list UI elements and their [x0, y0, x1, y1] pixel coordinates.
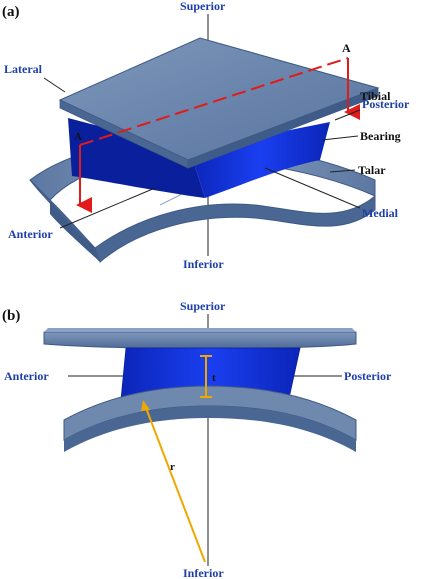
posterior-label-a: Posterior: [362, 97, 410, 111]
anterior-leader: [59, 187, 156, 229]
thickness-dimension: t: [200, 355, 216, 398]
talar-arc-side: [64, 406, 356, 452]
bearing-label: Bearing: [360, 129, 401, 143]
anterior-label-a: Anterior: [8, 227, 53, 241]
inferior-label-b: Inferior: [183, 566, 224, 579]
talar-leader: [329, 169, 356, 173]
posterior-label-b: Posterior: [344, 369, 392, 383]
medial-label: Medial: [362, 206, 399, 220]
section-line-a-a: A A: [74, 41, 360, 213]
tibial-label: Tibial: [360, 89, 391, 103]
superior-label-a: Superior: [180, 0, 226, 13]
inferior-label-a: Inferior: [183, 257, 224, 271]
panel-b-tag: (b): [2, 308, 20, 324]
section-a-left-label: A: [74, 131, 82, 143]
panel-b: (b) t r Superior Inferior Anterio: [2, 299, 392, 579]
talar-label: Talar: [358, 163, 386, 177]
tibial-plate-top-edge: [44, 328, 356, 332]
thickness-label: t: [212, 372, 216, 384]
tibial-plate-section: [43, 331, 357, 349]
radius-dimension: r: [141, 400, 206, 563]
panel-a-tag: (a): [2, 4, 20, 20]
panel-a: (a) A A: [2, 0, 410, 271]
superior-label-b: Superior: [180, 299, 226, 313]
bearing-leader: [321, 135, 359, 141]
anterior-label-b: Anterior: [4, 369, 49, 383]
medial-leader: [264, 167, 361, 209]
lateral-leader: [43, 77, 66, 93]
tibial-leader: [334, 109, 361, 121]
lateral-label: Lateral: [4, 62, 43, 76]
radius-label: r: [170, 461, 175, 473]
section-a-right-label: A: [342, 41, 351, 55]
